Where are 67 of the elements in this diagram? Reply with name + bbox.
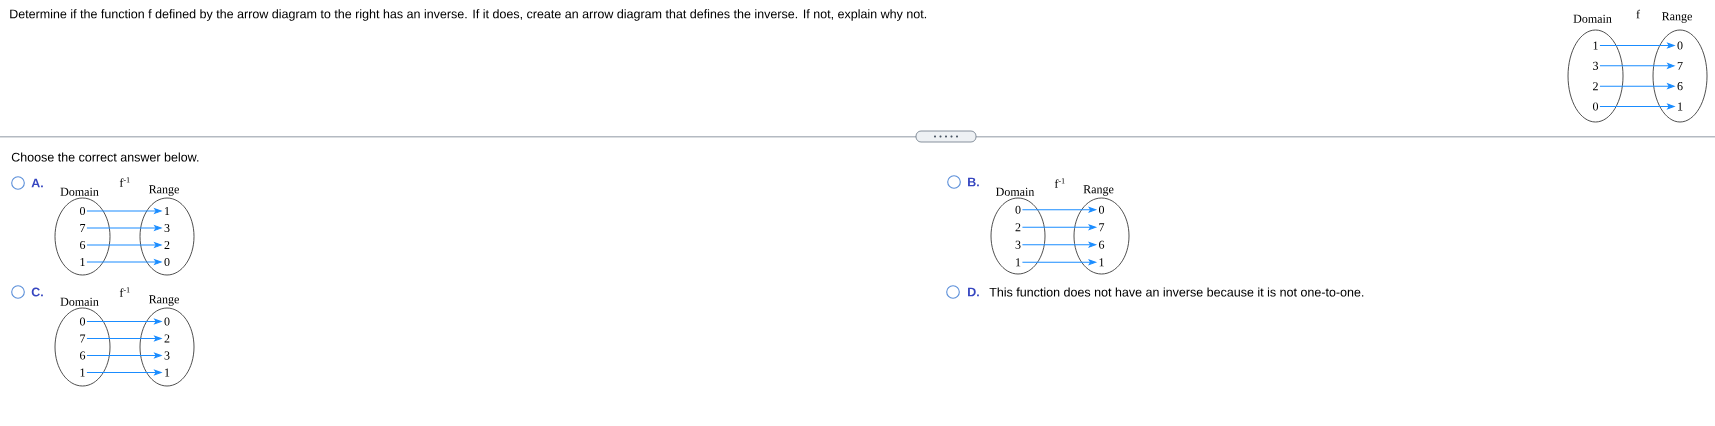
question-text: Determine if the function f defined by the arrow diagram to the right has an inverse. If it does, create an arrow diagram that defines the inverse. If not, explain why not. [10,9,927,21]
option-letter: C. [31,287,43,297]
element-number: 2 [164,241,170,249]
element-number: 6 [1099,240,1105,249]
arrow [1021,206,1097,213]
element-number: 0 [1098,205,1105,214]
set-heading: Domain [996,187,1035,196]
element-number: 7 [80,334,86,343]
option-letter: D. [968,287,979,297]
element-number: 1 [1099,258,1104,267]
element-number: 2 [1593,82,1598,91]
arrow [86,242,162,248]
function-label: f$^{-1}$ [119,177,130,187]
element-number: 6 [80,351,86,360]
arrow [86,318,162,325]
arrow [1021,241,1097,248]
answer-text: This function does not have an inverse because it is not one-to-one. [989,287,1364,297]
set-heading: Domain [60,187,99,196]
set-heading: Range [149,185,179,196]
arrow [86,259,162,265]
element-number: 7 [80,224,86,232]
set-heading: Range [1662,12,1692,23]
function-label: f$^{-1}$ [119,287,130,297]
function-label: f$^{-1}$ [1054,178,1065,188]
element-number: 3 [164,351,170,360]
arrow [86,225,162,231]
element-number: 0 [1677,41,1683,50]
instruction-text: Choose the correct answer below. [11,152,199,162]
arrow [86,335,162,342]
arrow [1599,63,1675,69]
element-number: 7 [1099,223,1105,232]
arrow [1599,103,1675,110]
element-number: 3 [164,223,170,233]
element-number: 1 [165,368,170,377]
element-number: 3 [1015,240,1021,249]
set-heading: Domain [1573,14,1612,23]
element-number: 0 [79,206,86,216]
set-heading: Range [149,295,179,306]
element-number: 2 [164,334,170,343]
arrow [86,369,162,376]
element-number: 3 [1593,61,1599,70]
element-number: 0 [1015,205,1021,214]
element-number: 6 [1677,82,1683,91]
arrow [1599,42,1675,49]
element-number: 0 [164,317,170,326]
element-number: 6 [80,240,86,250]
arrow [86,208,162,214]
set-heading: Domain [60,297,99,306]
arrow [1021,224,1097,231]
element-number: 0 [1592,102,1599,111]
function-label: f [1636,9,1640,19]
element-number: 1 [80,258,85,266]
element-number: 1 [1593,41,1598,50]
option-letter: A. [31,178,43,188]
element-number: 1 [165,207,170,215]
element-number: 7 [1677,61,1683,70]
arrow [86,352,162,359]
element-number: 1 [80,368,85,377]
option-letter: B. [968,177,979,187]
arrow [1599,83,1675,89]
element-number: 0 [79,317,86,326]
set-heading: Range [1083,185,1114,196]
element-number: 2 [1015,223,1021,232]
arrow [1021,259,1097,266]
element-number: 0 [164,257,170,267]
element-number: 1 [1678,102,1683,111]
element-number: 1 [1016,258,1021,267]
